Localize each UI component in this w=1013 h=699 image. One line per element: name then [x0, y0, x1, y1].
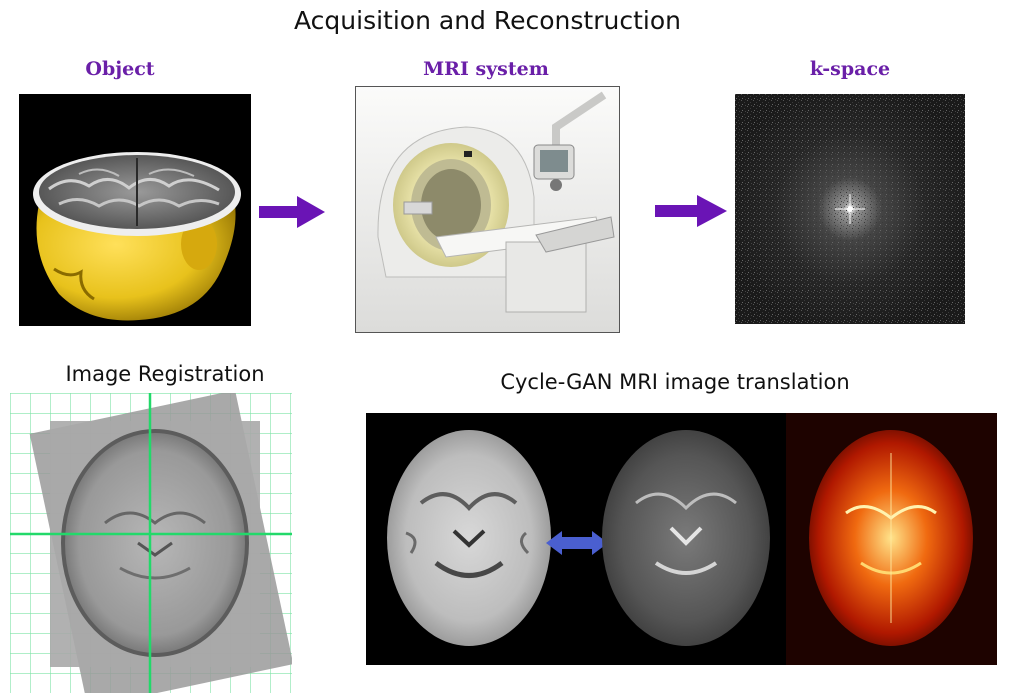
page-title: Acquisition and Reconstruction — [294, 6, 681, 35]
mri-system-label: MRI system — [423, 58, 549, 80]
kspace-image — [735, 94, 965, 324]
arrow-right-icon — [655, 195, 727, 227]
registration-label: Image Registration — [65, 362, 265, 386]
registration-image — [10, 393, 292, 693]
translation-label: Cycle-GAN MRI image translation — [500, 370, 850, 394]
kspace-label: k-space — [809, 58, 891, 80]
double-arrow-icon — [546, 531, 608, 555]
object-label: Object — [85, 58, 155, 80]
mri-scanner-image — [355, 86, 620, 333]
cyclegan-image — [366, 413, 997, 665]
object-head-image — [19, 94, 251, 326]
arrow-right-icon — [259, 196, 325, 228]
